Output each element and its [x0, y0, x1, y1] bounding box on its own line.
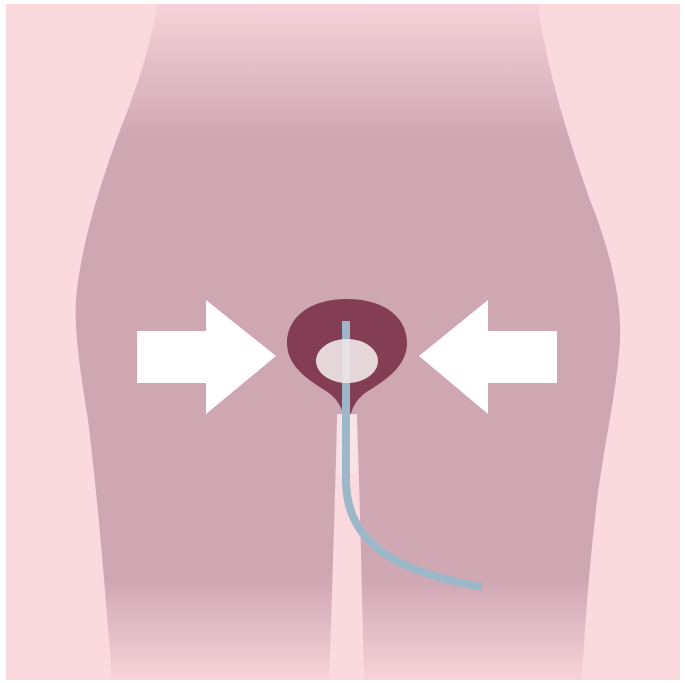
catheter-balloon [316, 339, 378, 383]
